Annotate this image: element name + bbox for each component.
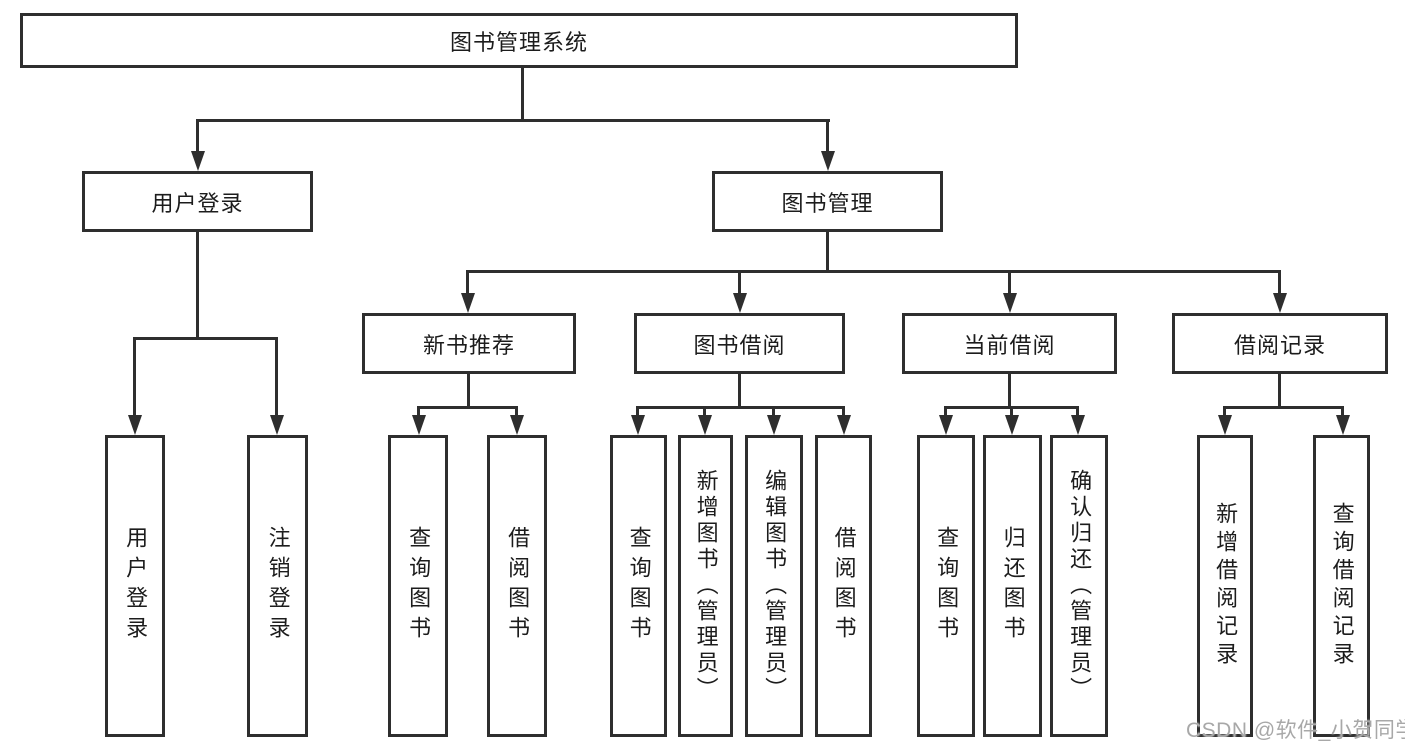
leaf-label: 新增图书（管理员） (693, 469, 719, 703)
leaf-label: 新增借阅记录 (1213, 502, 1239, 670)
connector-drop-leaf (842, 406, 845, 418)
arrowhead-down (1071, 415, 1085, 435)
arrowhead-down (1005, 415, 1019, 435)
arrowhead-down (698, 415, 712, 435)
connector-drop-book-management (826, 119, 829, 153)
node-label: 图书管理系统 (449, 29, 588, 55)
connector-login-stem (196, 232, 199, 340)
leaf-label: 查询借阅记录 (1329, 502, 1355, 670)
node-label: 借阅记录 (1233, 332, 1326, 358)
arrowhead-down (767, 415, 781, 435)
arrowhead-down (837, 415, 851, 435)
connector-drop-leaf (944, 406, 947, 418)
leaf-label: 借阅图书 (505, 526, 531, 646)
leaf-logout: 注销登录 (247, 435, 308, 737)
leaf-return-books: 归还图书 (983, 435, 1042, 737)
connector-drop-leaf (703, 406, 706, 418)
leaf-label: 借阅图书 (831, 526, 857, 646)
node-book-management: 图书管理 (712, 171, 943, 232)
connector-drop-book-borrow (738, 270, 741, 295)
leaf-label: 查询图书 (406, 526, 432, 646)
connector-borrow-stem (738, 374, 741, 408)
connector-records-rail (1223, 406, 1344, 409)
connector-login-rail (133, 337, 278, 340)
connector-drop-leaf (1341, 406, 1344, 418)
leaf-query-books-current: 查询图书 (917, 435, 975, 737)
connector-drop-leaf (1076, 406, 1079, 418)
arrowhead-down (821, 151, 835, 171)
arrowhead-down (510, 415, 524, 435)
leaf-label: 确认归还（管理员） (1067, 469, 1093, 703)
leaf-user-login: 用户登录 (105, 435, 165, 737)
arrowhead-down (191, 151, 205, 171)
connector-mgmt-rail (466, 270, 1281, 273)
leaf-add-book-admin: 新增图书（管理员） (678, 435, 733, 737)
leaf-add-borrow-record: 新增借阅记录 (1197, 435, 1253, 737)
connector-drop-leaf (1010, 406, 1013, 418)
connector-mgmt-stem (826, 232, 829, 273)
arrowhead-down (1218, 415, 1232, 435)
node-label: 用户登录 (151, 190, 244, 216)
node-book-borrow: 图书借阅 (634, 313, 845, 374)
leaf-query-books-recommend: 查询图书 (388, 435, 448, 737)
node-label: 图书管理 (781, 190, 874, 216)
connector-drop-borrow-records (1278, 270, 1281, 295)
connector-drop-leaf (417, 406, 420, 418)
leaf-borrow-books-borrow: 借阅图书 (815, 435, 872, 737)
connector-drop-current-borrow (1008, 270, 1011, 295)
connector-borrow-rail (636, 406, 845, 409)
arrowhead-down (1336, 415, 1350, 435)
watermark: CSDN @软件_小贺同学 (1186, 719, 1405, 742)
node-library-management-system: 图书管理系统 (20, 13, 1018, 68)
connector-root-rail (196, 119, 830, 122)
connector-drop-leaf (133, 337, 136, 417)
arrowhead-down (128, 415, 142, 435)
connector-drop-leaf (636, 406, 639, 418)
leaf-label: 注销登录 (265, 526, 291, 646)
connector-drop-leaf (772, 406, 775, 418)
node-current-borrow: 当前借阅 (902, 313, 1117, 374)
leaf-label: 归还图书 (1000, 526, 1026, 646)
arrowhead-down (939, 415, 953, 435)
arrowhead-down (1273, 293, 1287, 313)
arrowhead-down (270, 415, 284, 435)
leaf-edit-book-admin: 编辑图书（管理员） (745, 435, 803, 737)
connector-records-stem (1278, 374, 1281, 408)
connector-current-stem (1008, 374, 1011, 408)
leaf-query-books-borrow: 查询图书 (610, 435, 667, 737)
node-label: 新书推荐 (422, 332, 515, 358)
node-borrow-records: 借阅记录 (1172, 313, 1388, 374)
arrowhead-down (733, 293, 747, 313)
connector-drop-leaf (275, 337, 278, 417)
node-label: 图书借阅 (693, 332, 786, 358)
node-new-book-recommend: 新书推荐 (362, 313, 576, 374)
node-user-login: 用户登录 (82, 171, 313, 232)
connector-drop-user-login (196, 119, 199, 153)
leaf-confirm-return-admin: 确认归还（管理员） (1050, 435, 1108, 737)
leaf-label: 用户登录 (123, 526, 149, 646)
connector-recommend-rail (417, 406, 518, 409)
connector-recommend-stem (467, 374, 470, 408)
leaf-label: 查询图书 (626, 526, 652, 646)
arrowhead-down (1003, 293, 1017, 313)
connector-root-stem (521, 66, 524, 120)
arrowhead-down (631, 415, 645, 435)
leaf-label: 编辑图书（管理员） (762, 469, 788, 703)
connector-drop-leaf (1223, 406, 1226, 418)
leaf-query-borrow-record: 查询借阅记录 (1313, 435, 1370, 737)
arrowhead-down (412, 415, 426, 435)
leaf-borrow-books-recommend: 借阅图书 (487, 435, 547, 737)
connector-drop-leaf (515, 406, 518, 418)
arrowhead-down (461, 293, 475, 313)
connector-drop-new-book (466, 270, 469, 295)
leaf-label: 查询图书 (934, 526, 960, 646)
node-label: 当前借阅 (963, 332, 1056, 358)
